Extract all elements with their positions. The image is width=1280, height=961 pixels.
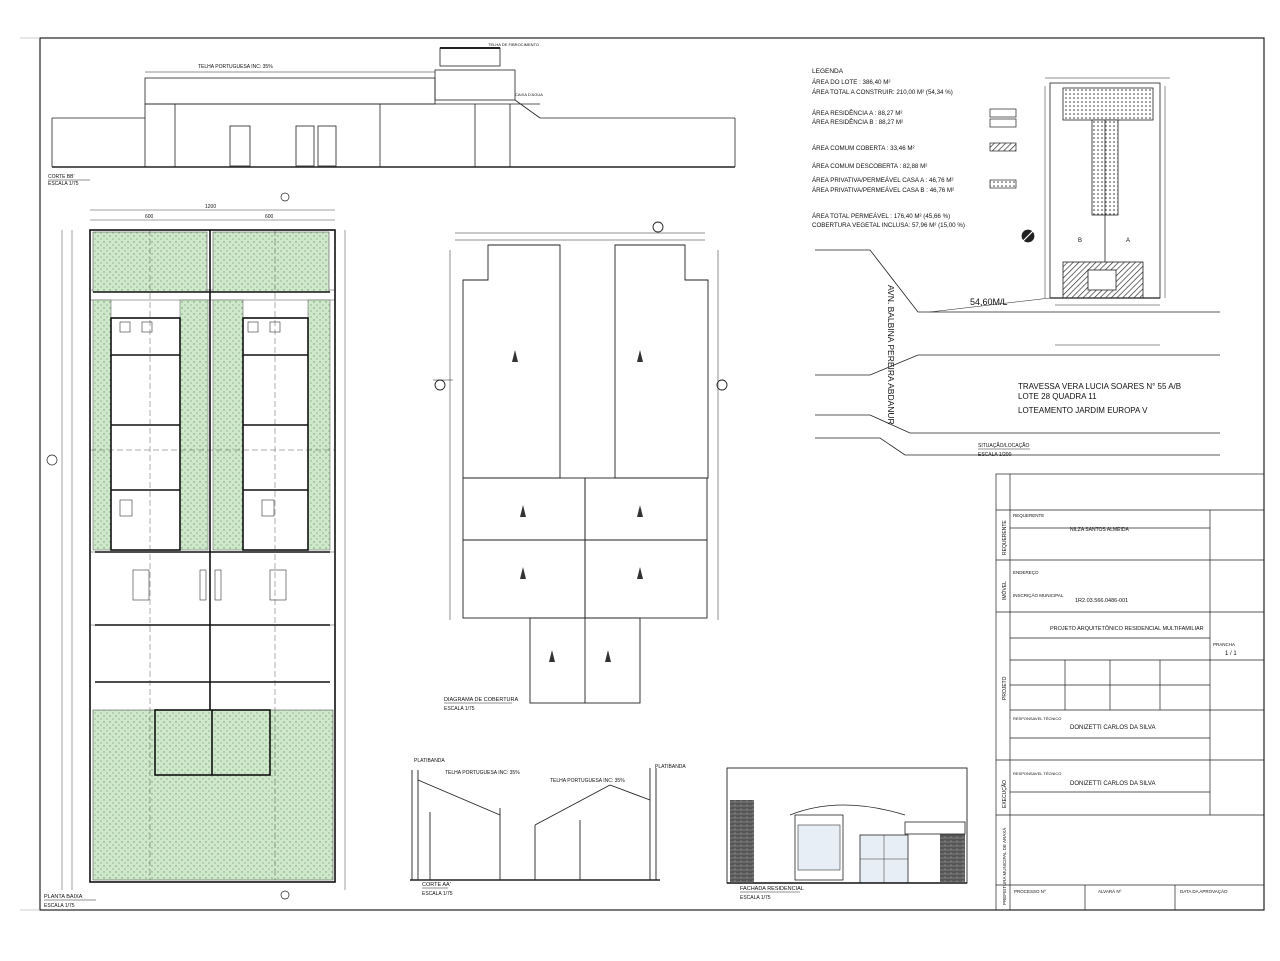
roof-diagram-title: DIAGRAMA DE COBERTURA	[444, 697, 518, 703]
legend-line-6: ÁREA COMUM DESCOBERTA : 82,88 M²	[812, 163, 927, 170]
site-address-3: LOTEAMENTO JARDIM EUROPA V	[1018, 406, 1148, 415]
legend-line-5: ÁREA COMUM COBERTA : 33,46 M²	[812, 145, 915, 152]
tb-inscricao: 1R2.03.566.0486-001	[1075, 598, 1128, 604]
section-aa-roof-left: TELHA PORTUGUESA INC: 35%	[445, 770, 520, 776]
legend-line-1: ÁREA DO LOTE : 386,40 M²	[812, 79, 890, 86]
tb-alvara-label: ALVARÁ Nº	[1098, 888, 1122, 894]
tb-inscricao-label: INSCRIÇÃO MUNICIPAL	[1013, 592, 1064, 598]
site-avenue: AVN. BALBINA PEREIRA ABDANUR	[886, 285, 896, 425]
tb-responsavel-label-2: RESPONSAVEL TÉCNICO	[1013, 771, 1061, 776]
site-scale: ESCALA 1/200	[978, 452, 1012, 458]
tb-endereco-label: ENDEREÇO	[1013, 570, 1039, 575]
roof-diagram	[433, 221, 728, 704]
section-bb-title: CORTE BB'	[48, 174, 74, 180]
section-bb-scale: ESCALA 1/75	[48, 181, 79, 187]
plan-scale: ESCALA 1/75	[44, 903, 75, 909]
legend-line-8: ÁREA PRIVATIVA/PERMEÁVEL CASA B : 46,76 …	[812, 187, 954, 194]
section-bb-box-label: CAIXA D'AGUA	[515, 92, 543, 97]
legend-line-9: ÁREA TOTAL PERMEÁVEL : 176,40 M² (45,66 …	[812, 213, 950, 220]
section-bb	[51, 47, 736, 168]
site-distance: 54,60M/L	[970, 297, 1008, 307]
roof-arrows	[512, 350, 643, 662]
site-label-b: B	[1078, 238, 1082, 244]
floor-plan: 1200 600 600	[46, 192, 346, 900]
tb-project-title: PROJETO ARQUITETÔNICO RESIDENCIAL MULTIF…	[1050, 625, 1204, 632]
tb-prancha: 1 / 1	[1225, 651, 1237, 657]
legend-swatch-residence-b	[989, 118, 1017, 128]
tb-processo-label: PROCESSO Nº	[1014, 889, 1046, 894]
tb-projeto-vertical: PROJETO	[1002, 676, 1008, 700]
tb-prancha-label: PRANCHA	[1213, 642, 1235, 647]
title-block	[995, 473, 1265, 911]
section-aa	[410, 768, 660, 881]
site-label-a: A	[1126, 238, 1130, 244]
section-bb-tank-label: TELHA DE FIBROCIMENTO	[488, 42, 539, 47]
legend-line-2: ÁREA TOTAL A CONSTRUIR: 210,00 M² (54,34…	[812, 89, 953, 96]
section-aa-parapet-left: PLATIBANDA	[414, 758, 445, 764]
legend-swatch-permeable	[989, 179, 1017, 189]
legend-swatch-residence-a	[989, 108, 1017, 118]
legend-line-3: ÁREA RESIDÊNCIA A : 88,27 M²	[812, 109, 902, 117]
plan-half-width-right: 600	[265, 214, 274, 220]
tb-responsavel-label: RESPONSAVEL TÉCNICO	[1013, 716, 1061, 721]
site-address-2: LOTE 28 QUADRA 11	[1018, 392, 1097, 401]
site-address-1: TRAVESSA VERA LUCIA SOARES N° 55 A/B	[1018, 382, 1181, 391]
tb-execucao-vertical: EXECUÇÃO	[1001, 780, 1008, 808]
tb-requerente-vertical: REQUERENTE	[1002, 520, 1008, 555]
section-bb-roof-label: TELHA PORTUGUESA INC: 35%	[198, 64, 273, 70]
section-aa-scale: ESCALA 1/75	[422, 891, 453, 897]
plan-title: PLANTA BAIXA	[44, 894, 83, 900]
tb-engineer-2: DONIZETTI CARLOS DA SILVA	[1070, 781, 1155, 787]
facade	[726, 767, 968, 884]
section-aa-title: CORTE AA'	[422, 882, 451, 888]
legend-line-4: ÁREA RESIDÊNCIA B : 88,27 M²	[812, 118, 903, 126]
legend-title: LEGENDA	[812, 68, 844, 75]
facade-title: FACHADA RESIDENCIAL	[740, 886, 804, 892]
section-aa-parapet-right: PLATIBANDA	[655, 764, 686, 770]
site-title: SITUAÇÃO/LOCAÇÃO	[978, 442, 1030, 449]
tb-requerente-label: REQUERENTE	[1013, 513, 1044, 518]
plan-total-width: 1200	[205, 204, 216, 210]
legend: LEGENDA ÁREA DO LOTE : 386,40 M² ÁREA TO…	[812, 68, 1017, 229]
roof-diagram-scale: ESCALA 1/75	[444, 706, 475, 712]
section-aa-roof-right: TELHA PORTUGUESA INC: 35%	[550, 778, 625, 784]
tb-imovel-vertical: IMÓVEL	[1001, 581, 1008, 600]
plan-half-width-left: 600	[145, 214, 154, 220]
tb-owner: NILZA SANTOS ALMEIDA	[1070, 527, 1129, 533]
site-plan	[815, 77, 1220, 456]
tb-prefeitura-vertical: PREFEITURA MUNICIPAL DE ARAXÁ	[1001, 828, 1007, 905]
legend-line-7: ÁREA PRIVATIVA/PERMEÁVEL CASA A : 46,76 …	[812, 177, 953, 184]
tb-engineer: DONIZETTI CARLOS DA SILVA	[1070, 725, 1155, 731]
legend-line-10: COBERTURA VEGETAL INCLUSA: 57,96 M² (15,…	[812, 222, 965, 229]
facade-scale: ESCALA 1/75	[740, 895, 771, 901]
tb-data-label: DATA DA APROVAÇÃO	[1180, 888, 1228, 894]
legend-swatch-common-covered	[989, 142, 1017, 152]
